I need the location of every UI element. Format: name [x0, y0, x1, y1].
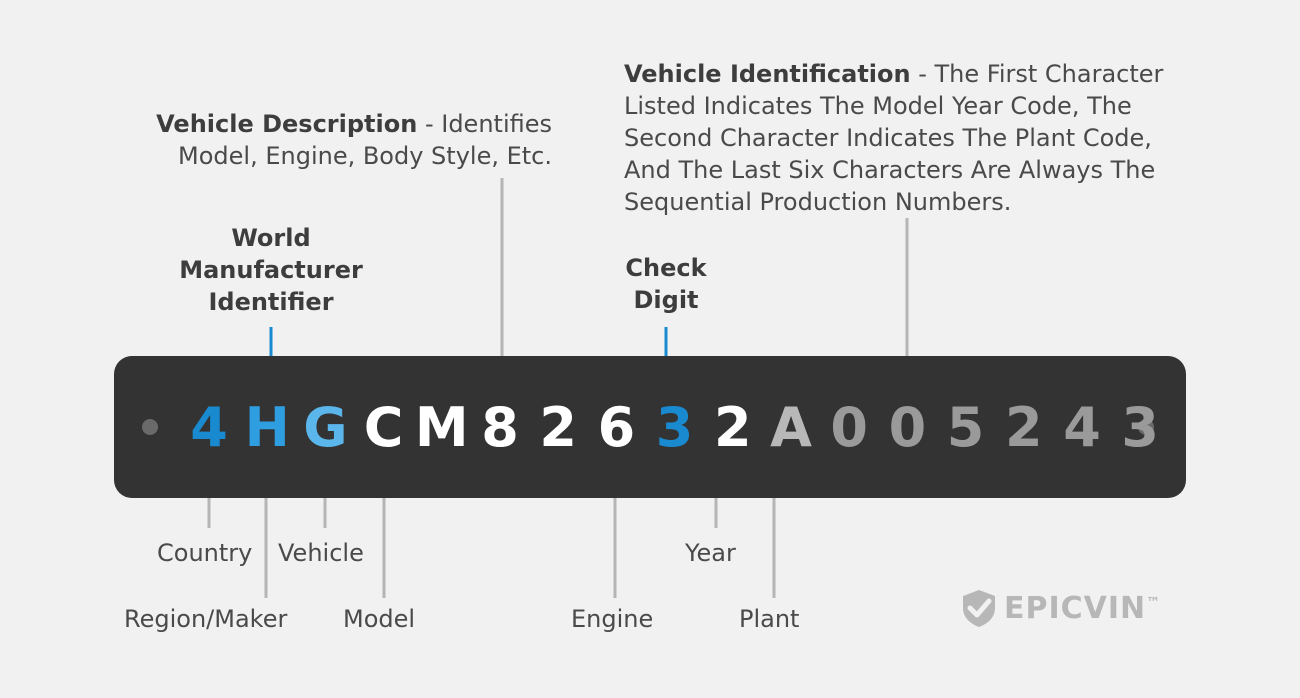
vin-character: 2	[1005, 396, 1043, 459]
vin-character: 3	[655, 396, 694, 459]
vin-character: 0	[830, 396, 868, 459]
plant-label: Plant	[739, 605, 800, 633]
vin-character: G	[303, 396, 348, 459]
vin-character: H	[244, 396, 290, 459]
vis-title: Vehicle Identification	[624, 60, 911, 88]
vin-character: C	[363, 396, 404, 459]
country-label: Country	[157, 539, 253, 567]
region-maker-label: Region/Maker	[124, 605, 288, 633]
model-label: Model	[343, 605, 416, 633]
vin-character: 8	[481, 396, 519, 459]
vds-title: Vehicle Description	[156, 110, 418, 138]
vin-character: 2	[539, 396, 577, 459]
vehicle-identification-label: Vehicle Identification - The First Chara…	[624, 60, 1164, 216]
vin-character: 5	[946, 396, 985, 459]
vin-character: 4	[1063, 396, 1101, 459]
right-rivet	[1138, 419, 1154, 435]
vin-character: 2	[714, 396, 752, 459]
engine-label: Engine	[571, 605, 654, 633]
vin-character: 0	[888, 396, 927, 459]
left-rivet	[142, 419, 158, 435]
year-label: Year	[685, 539, 736, 567]
vin-character: M	[414, 396, 469, 459]
epicvin-logo: EPICVIN™	[960, 588, 1161, 628]
vehicle-description-label: Vehicle Description - Identifies Model, …	[156, 110, 552, 170]
shield-check-icon	[963, 590, 995, 627]
wmi-label: World Manufacturer Identifier	[179, 224, 363, 316]
logo-text: EPICVIN™	[1004, 590, 1162, 626]
vehicle-label: Vehicle	[278, 539, 364, 567]
check-digit-label: Check Digit	[625, 254, 707, 314]
vin-character: 6	[597, 396, 636, 459]
vin-character: A	[770, 396, 812, 459]
vin-character: 3	[1121, 396, 1159, 459]
vin-character: 4	[190, 396, 228, 459]
